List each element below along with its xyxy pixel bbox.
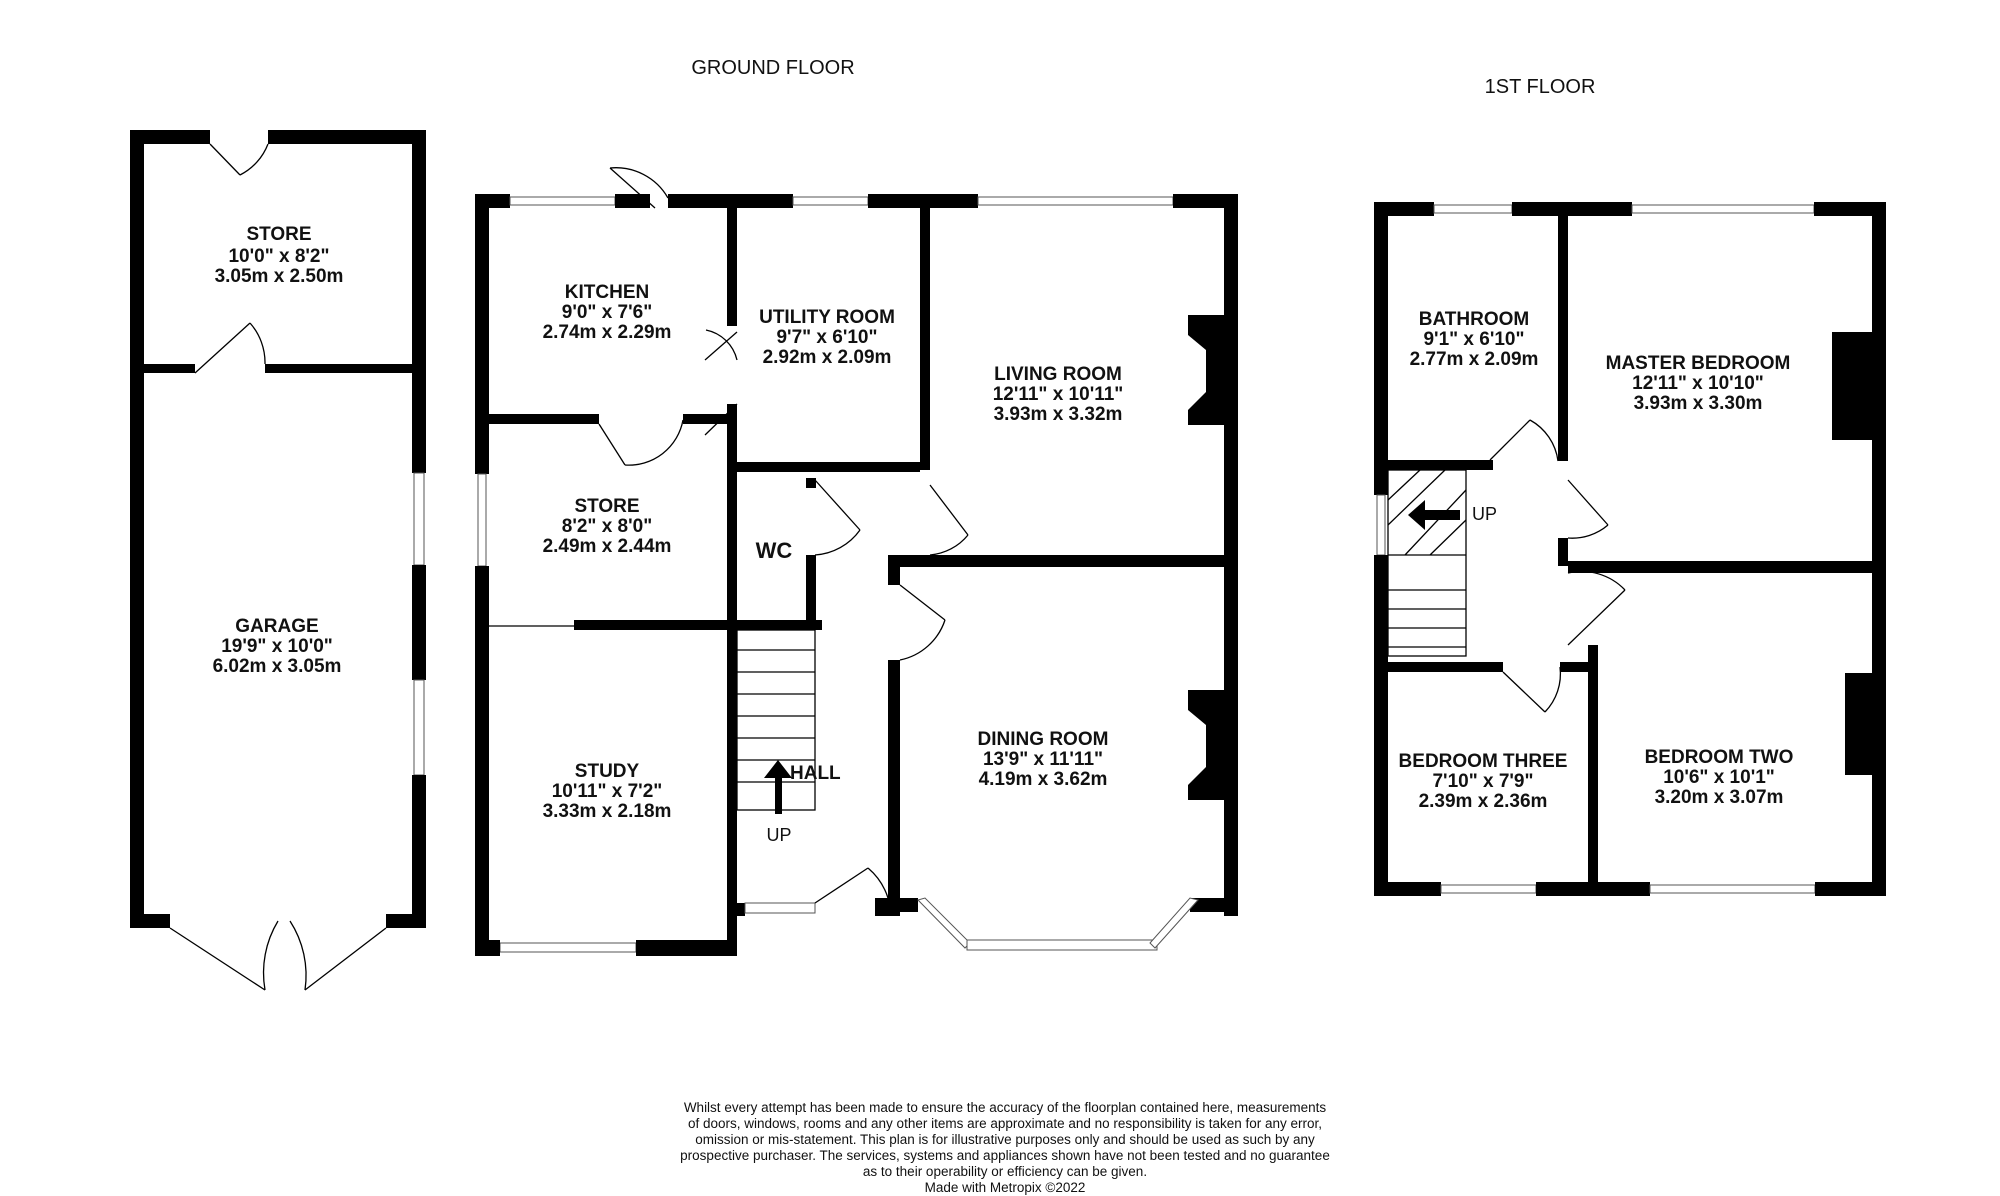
room-dimensions-imperial: 12'11" x 10'11" bbox=[993, 384, 1124, 405]
disclaimer: Whilst every attempt has been made to en… bbox=[620, 1100, 1390, 1196]
room-dimensions-metric: 3.93m x 3.30m bbox=[1634, 393, 1763, 414]
room-dimensions-metric: 2.39m x 2.36m bbox=[1419, 791, 1548, 812]
room-name: MASTER BEDROOM bbox=[1606, 353, 1791, 374]
room-dimensions-imperial: 10'11" x 7'2" bbox=[552, 781, 663, 802]
disclaimer-line: prospective purchaser. The services, sys… bbox=[680, 1148, 1330, 1163]
room-dimensions-imperial: 9'7" x 6'10" bbox=[776, 327, 877, 348]
room-dimensions-metric: 3.20m x 3.07m bbox=[1655, 787, 1784, 808]
disclaimer-credit: Made with Metropix ©2022 bbox=[924, 1180, 1086, 1195]
room-dimensions-metric: 3.93m x 3.32m bbox=[994, 404, 1123, 425]
room-utility: UTILITY ROOM 9'7" x 6'10" 2.92m x 2.09m bbox=[759, 307, 895, 368]
room-master-bedroom: MASTER BEDROOM 12'11" x 10'10" 3.93m x 3… bbox=[1606, 353, 1791, 414]
room-dimensions-imperial: 19'9" x 10'0" bbox=[221, 636, 333, 657]
room-kitchen: KITCHEN 9'0" x 7'6" 2.74m x 2.29m bbox=[543, 282, 672, 343]
disclaimer-line: Whilst every attempt has been made to en… bbox=[683, 1100, 1327, 1115]
room-dimensions-metric: 2.77m x 2.09m bbox=[1410, 349, 1539, 370]
room-dining: DINING ROOM 13'9" x 11'11" 4.19m x 3.62m bbox=[978, 729, 1109, 790]
room-dimensions-metric: 2.92m x 2.09m bbox=[763, 347, 892, 368]
room-store-inner: STORE 8'2" x 8'0" 2.49m x 2.44m bbox=[543, 496, 672, 557]
room-hall: HALL UP bbox=[766, 763, 841, 845]
room-living: LIVING ROOM 12'11" x 10'11" 3.93m x 3.32… bbox=[993, 364, 1124, 425]
room-name: STORE bbox=[246, 224, 311, 245]
room-dimensions-metric: 2.74m x 2.29m bbox=[543, 322, 672, 343]
room-dimensions-imperial: 10'6" x 10'1" bbox=[1663, 767, 1775, 788]
room-name: KITCHEN bbox=[565, 282, 649, 303]
first-floor bbox=[1374, 202, 1886, 896]
room-wc: WC bbox=[756, 538, 793, 563]
room-name: UTILITY ROOM bbox=[759, 307, 895, 328]
room-dimensions-imperial: 10'0" x 8'2" bbox=[228, 246, 329, 267]
first-floor-stairs-up-label: UP bbox=[1472, 504, 1497, 524]
room-store-outbuilding: STORE 10'0" x 8'2" 3.05m x 2.50m bbox=[215, 224, 344, 287]
garage-building bbox=[130, 130, 426, 991]
room-name: LIVING ROOM bbox=[994, 364, 1122, 385]
room-dimensions-imperial: 9'1" x 6'10" bbox=[1423, 329, 1524, 350]
room-bathroom: BATHROOM 9'1" x 6'10" 2.77m x 2.09m bbox=[1410, 309, 1539, 370]
room-name: BEDROOM TWO bbox=[1645, 747, 1794, 768]
room-dimensions-imperial: 12'11" x 10'10" bbox=[1632, 373, 1764, 394]
room-name: WC bbox=[756, 538, 793, 563]
room-name: HALL bbox=[790, 763, 841, 784]
room-dimensions-metric: 4.19m x 3.62m bbox=[979, 769, 1108, 790]
first-floor-title: 1ST FLOOR bbox=[1485, 76, 1596, 98]
room-name: STORE bbox=[574, 496, 639, 517]
room-name: GARAGE bbox=[235, 616, 318, 637]
room-dimensions-imperial: 8'2" x 8'0" bbox=[562, 516, 652, 537]
disclaimer-line: omission or mis-statement. This plan is … bbox=[695, 1132, 1315, 1147]
room-study: STUDY 10'11" x 7'2" 3.33m x 2.18m bbox=[543, 761, 672, 822]
room-dimensions-imperial: 9'0" x 7'6" bbox=[562, 302, 652, 323]
room-garage: GARAGE 19'9" x 10'0" 6.02m x 3.05m bbox=[213, 616, 342, 677]
ground-floor-house bbox=[475, 167, 1238, 956]
room-name: DINING ROOM bbox=[978, 729, 1109, 750]
ground-floor-title: GROUND FLOOR bbox=[691, 57, 854, 79]
room-dimensions-metric: 3.05m x 2.50m bbox=[215, 266, 344, 287]
room-name: BATHROOM bbox=[1419, 309, 1529, 330]
room-dimensions-metric: 3.33m x 2.18m bbox=[543, 801, 672, 822]
room-name: STUDY bbox=[575, 761, 640, 782]
room-bedroom-two: BEDROOM TWO 10'6" x 10'1" 3.20m x 3.07m bbox=[1645, 747, 1794, 808]
disclaimer-line: as to their operability or efficiency ca… bbox=[862, 1164, 1148, 1179]
room-dimensions-metric: 6.02m x 3.05m bbox=[213, 656, 342, 677]
disclaimer-line: of doors, windows, rooms and any other i… bbox=[687, 1116, 1323, 1131]
room-bedroom-three: BEDROOM THREE 7'10" x 7'9" 2.39m x 2.36m bbox=[1399, 751, 1568, 812]
room-dimensions-imperial: 13'9" x 11'11" bbox=[983, 749, 1103, 770]
room-name: BEDROOM THREE bbox=[1399, 751, 1568, 772]
room-dimensions-imperial: 7'10" x 7'9" bbox=[1432, 771, 1533, 792]
stairs-up-label: UP bbox=[766, 825, 791, 845]
room-dimensions-metric: 2.49m x 2.44m bbox=[543, 536, 672, 557]
